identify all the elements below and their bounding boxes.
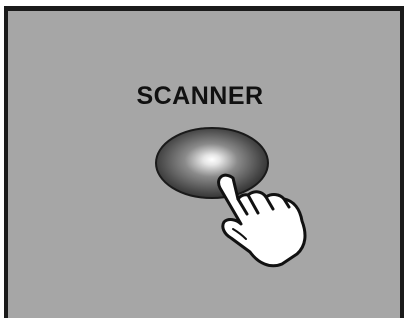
round-button-icon[interactable] xyxy=(156,128,268,198)
scanner-button[interactable] xyxy=(156,128,268,198)
pointing-hand-icon xyxy=(219,175,305,266)
